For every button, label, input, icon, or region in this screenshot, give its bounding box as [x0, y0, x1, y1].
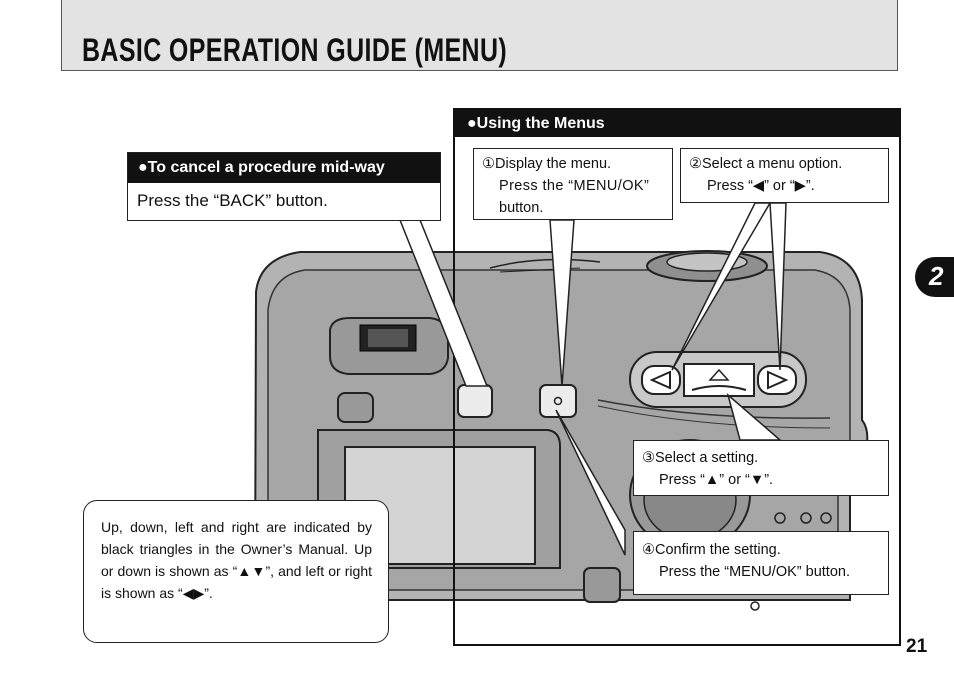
cancel-body: Press the “BACK” button.: [137, 191, 328, 210]
cancel-header: ●To cancel a procedure mid-way: [128, 153, 440, 183]
leader-step3: [726, 392, 783, 441]
leader-step2-right: [769, 202, 787, 371]
chapter-tab: 2: [915, 257, 954, 297]
leader-step4: [555, 409, 626, 556]
note-text: Up, down, left and right are indicated b…: [101, 519, 372, 601]
step-2-line2: Press “◀” or “▶”.: [707, 178, 815, 194]
step-1-line1: Display the menu.: [495, 156, 612, 172]
step-4-line2: Press the “MENU/OK” button.: [659, 564, 850, 580]
step-3-line1: Select a setting.: [655, 450, 759, 466]
step-3-line2: Press “▲” or “▼”.: [659, 472, 774, 488]
menu-ok-button-illustration: [539, 384, 577, 418]
using-menus-frame: ●Using the Menus: [453, 108, 901, 646]
step-2-line1: Select a menu option.: [702, 156, 843, 172]
step-1-line2: Press the “MENU/OK”: [499, 178, 650, 194]
step-2-marker: ②: [689, 156, 702, 172]
step-1-box: ①Display the menu. Press the “MENU/OK” b…: [473, 148, 673, 220]
cancel-procedure-box: ●To cancel a procedure mid-way Press the…: [127, 152, 441, 221]
step-3-box: ③Select a setting. Press “▲” or “▼”.: [633, 440, 889, 496]
step-2-box: ②Select a menu option. Press “◀” or “▶”.: [680, 148, 889, 203]
page-title: BASIC OPERATION GUIDE (MENU): [82, 32, 508, 68]
leader-step2-left: [671, 202, 772, 371]
step-4-line1: Confirm the setting.: [655, 542, 781, 558]
leader-back: [398, 219, 489, 387]
leader-step1: [549, 219, 575, 387]
page-number: 21: [906, 636, 928, 657]
step-4-box: ④Confirm the setting. Press the “MENU/OK…: [633, 531, 889, 595]
title-banner: BASIC OPERATION GUIDE (MENU): [61, 0, 898, 71]
step-1-marker: ①: [482, 156, 495, 172]
chapter-number: 2: [929, 261, 944, 291]
step-1-line3: button.: [499, 200, 544, 216]
section-header: ●Using the Menus: [455, 110, 899, 137]
step-3-marker: ③: [642, 450, 655, 466]
arrow-notation-note: Up, down, left and right are indicated b…: [83, 500, 389, 643]
step-4-marker: ④: [642, 542, 655, 558]
